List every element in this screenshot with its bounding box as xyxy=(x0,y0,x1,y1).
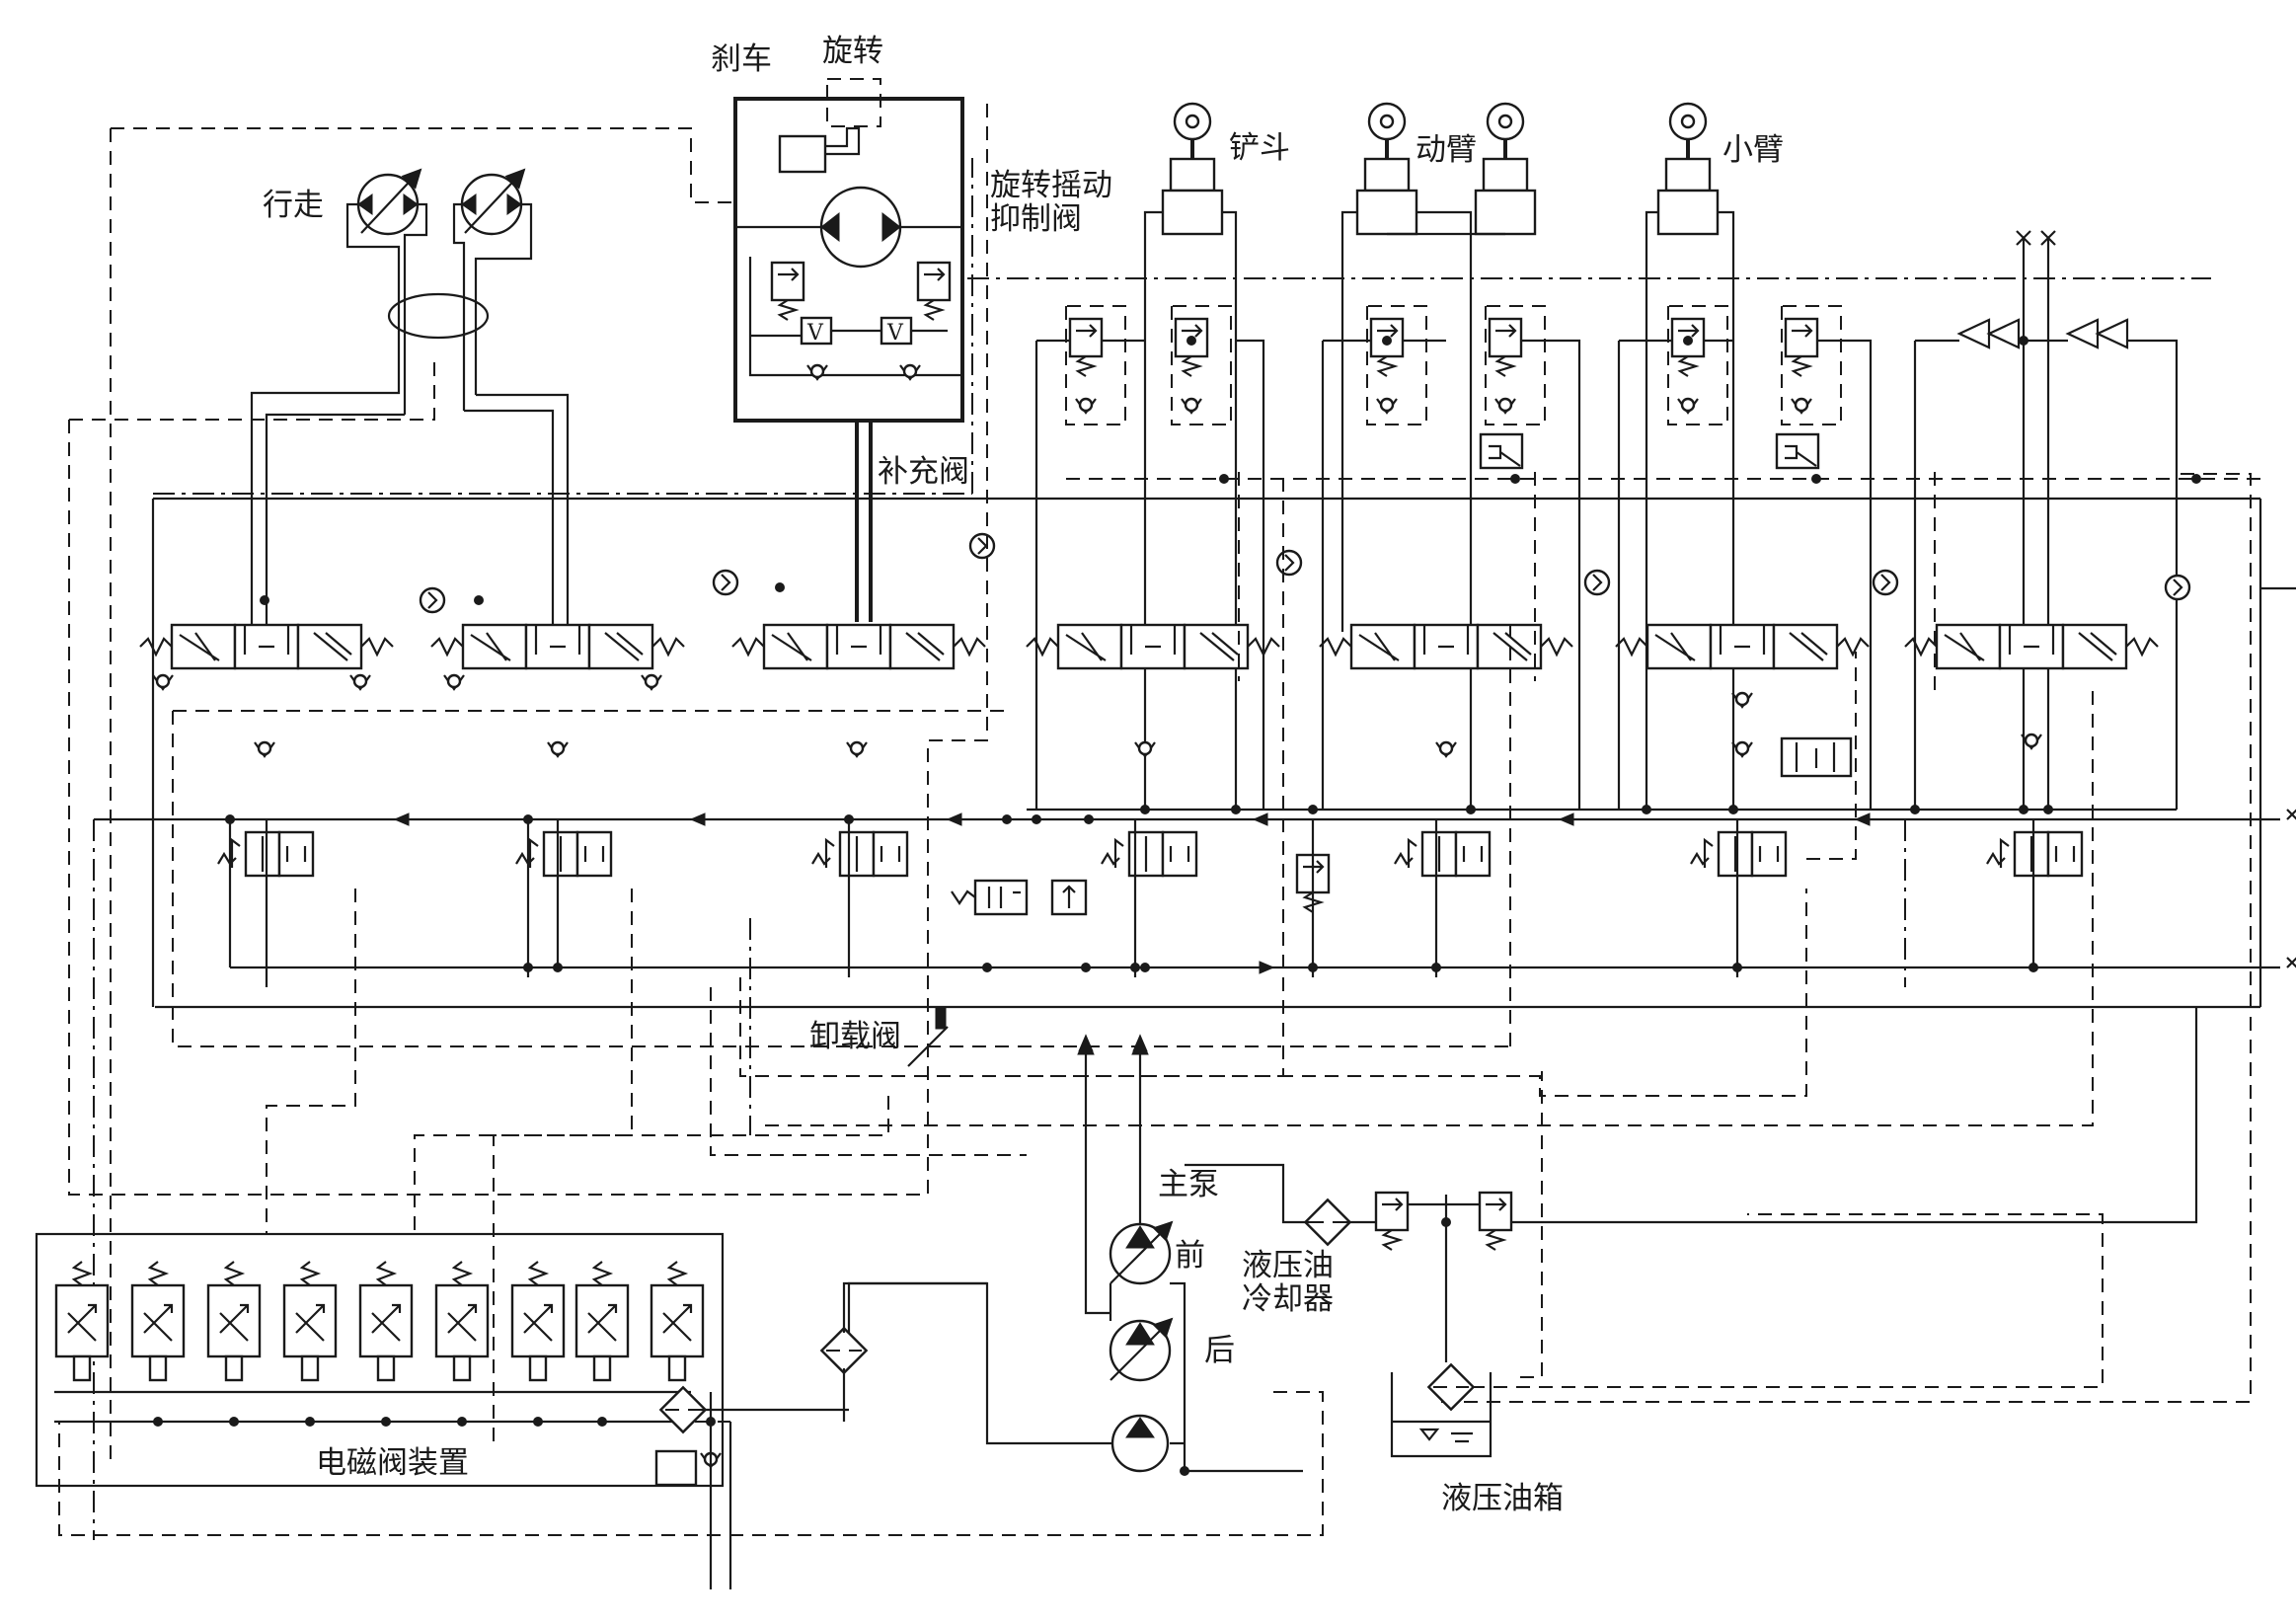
makeup-valve-label: 补充阀 xyxy=(878,454,969,490)
control-valve-travel-left xyxy=(138,623,395,691)
tank-label: 液压油箱 xyxy=(1441,1481,1564,1516)
main-lines xyxy=(94,277,2296,1009)
arm-cylinder xyxy=(1645,102,1735,810)
main-pump-label: 主泵 xyxy=(1158,1167,1219,1202)
lower-valve-4 xyxy=(1100,830,1198,878)
suction-filter xyxy=(820,1327,868,1374)
unloading-valve xyxy=(907,879,1088,1067)
oil-cooler-label: 液压油 xyxy=(1242,1248,1334,1283)
swing-valve-v2: V xyxy=(886,321,904,346)
main-pump-rear xyxy=(1110,1319,1172,1380)
swing-motor-block: V V xyxy=(733,78,964,622)
pilot-check-blocks xyxy=(1479,432,1820,470)
control-valve-swing xyxy=(730,623,987,670)
pump-front-label: 前 xyxy=(1175,1238,1205,1274)
unloading-valve-label: 卸载阀 xyxy=(809,1019,901,1054)
pump-rear-label: 后 xyxy=(1204,1333,1235,1368)
drain-lines xyxy=(93,158,1906,1540)
stop-valves xyxy=(1913,230,2179,810)
travel-motor-right xyxy=(460,168,526,236)
travel-motor-left xyxy=(356,168,422,236)
bucket-cylinder xyxy=(1143,102,1238,810)
control-valve-bucket xyxy=(1025,623,1281,670)
arm-label: 小臂 xyxy=(1722,132,1784,168)
port-relief-valves xyxy=(1034,305,1873,810)
load-check-valves xyxy=(253,691,2043,778)
cooler-relief-valve-2 xyxy=(1478,1191,1513,1252)
control-valve-arm xyxy=(1614,623,1871,670)
brake-label: 刹车 xyxy=(711,41,772,77)
boom-label: 动臂 xyxy=(1416,132,1477,168)
bucket-label: 铲斗 xyxy=(1229,130,1290,166)
lower-valve-5 xyxy=(1393,830,1492,878)
lower-valve-2 xyxy=(514,830,613,878)
solenoid-unit-label: 电磁阀装置 xyxy=(316,1445,469,1481)
swing-valve-v1: V xyxy=(806,321,824,346)
boom-cylinder-right xyxy=(1474,102,1537,236)
control-valve-spare xyxy=(1903,623,2160,670)
hydraulic-tank xyxy=(1390,1363,1492,1458)
lower-valve-3 xyxy=(810,830,909,878)
main-pump-front xyxy=(1110,1222,1172,1283)
swing-relief-valve-label-2: 抑制阀 xyxy=(990,201,1082,237)
shuttle-valves xyxy=(419,532,2191,614)
pilot-pump xyxy=(1110,1414,1170,1473)
travel-label: 行走 xyxy=(263,188,324,223)
swing-label: 旋转 xyxy=(822,34,883,69)
return-filter xyxy=(1304,1199,1351,1246)
junction-dots xyxy=(153,336,2201,1476)
oil-cooler-label-2: 冷却器 xyxy=(1242,1281,1334,1317)
cooler-relief-valve-1 xyxy=(1374,1191,1410,1252)
boom-cylinder-left xyxy=(1355,102,1418,236)
swing-relief-valve-label: 旋转摇动 xyxy=(990,168,1112,203)
control-valve-travel-right xyxy=(429,623,686,691)
swivel-joint xyxy=(387,292,490,340)
